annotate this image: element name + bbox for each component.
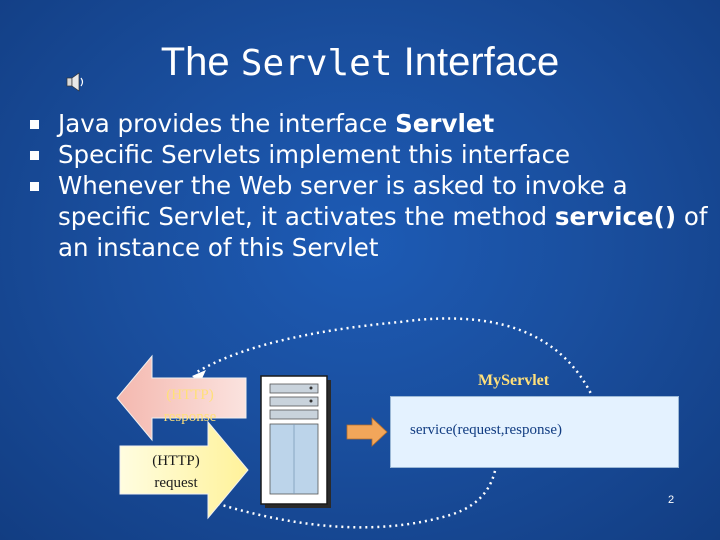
speaker-icon[interactable]: [65, 70, 87, 94]
bullet-item: Java provides the interface Servlet: [30, 108, 710, 139]
response-label-line2: response: [163, 409, 217, 425]
bullet-text: Java provides the interface: [58, 109, 396, 138]
bullet-square-icon: [30, 151, 39, 160]
bullet-bold-text: service(): [554, 202, 677, 231]
bullet-list: Java provides the interface Servlet Spec…: [30, 108, 710, 263]
title-suffix: Interface: [403, 40, 560, 84]
bullet-square-icon: [30, 120, 39, 129]
request-label-line2: request: [154, 475, 198, 491]
page-number: 2: [668, 494, 675, 506]
bullet-text-tail: of an instance of this Servlet: [58, 202, 708, 262]
return-curve-arrowhead: [192, 370, 206, 383]
bullet-text: Specific Servlets implement this interfa…: [58, 140, 571, 169]
bullet-square-icon: [30, 182, 39, 191]
bullet-item: Whenever the Web server is asked to invo…: [30, 170, 710, 263]
bullet-item: Specific Servlets implement this interfa…: [30, 139, 710, 170]
service-method-label: service(request,response): [410, 422, 563, 438]
request-label-line1: (HTTP): [152, 453, 200, 469]
myservlet-label: MyServlet: [478, 372, 550, 389]
response-label-line1: (HTTP): [166, 387, 214, 403]
title-prefix: The: [160, 40, 230, 84]
myservlet-service-box: [390, 396, 679, 468]
request-label: (HTTP) request: [136, 450, 216, 494]
bullet-text: Whenever the Web server is asked to invo…: [58, 171, 628, 231]
small-right-arrow: [346, 417, 388, 447]
server-computer-icon: [260, 375, 331, 508]
title-servlet-mono: Servlet: [240, 43, 393, 84]
bullet-bold-text: Servlet: [395, 109, 495, 138]
slide-title: The Servlet Interface: [0, 40, 720, 85]
response-label: (HTTP) response: [150, 384, 230, 428]
